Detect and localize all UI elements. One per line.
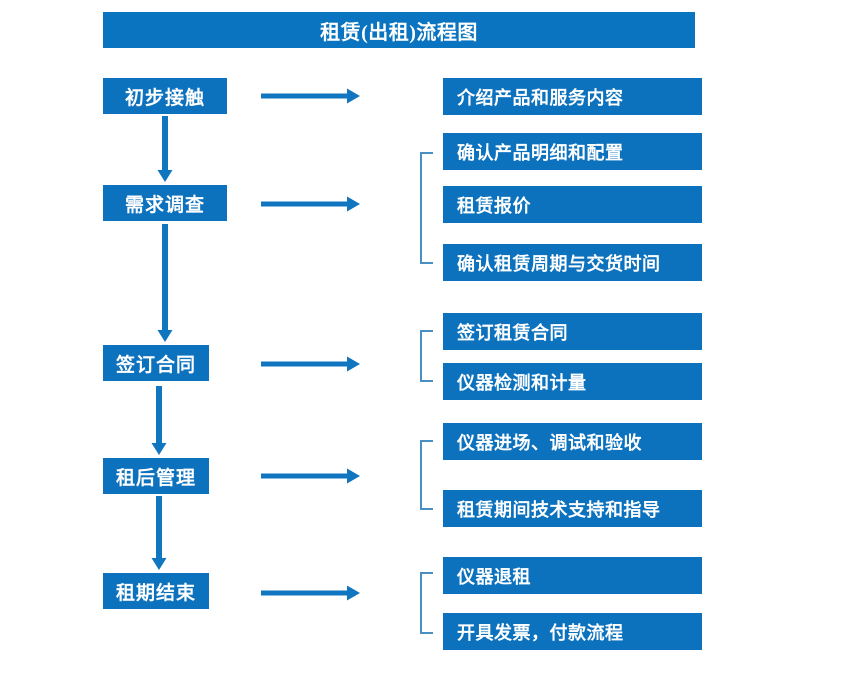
detail-label: 确认租赁周期与交货时间	[457, 253, 661, 274]
detail-label: 仪器检测和计量	[457, 372, 587, 393]
stage-label: 初步接触	[124, 87, 205, 109]
detail-box-sign-rental-contract[interactable]: 签订租赁合同	[443, 313, 702, 350]
arrow-right-icon-lease-end	[261, 582, 361, 604]
arrow-right-icon-post-rent-management	[261, 465, 361, 487]
detail-label: 开具发票，付款流程	[457, 622, 624, 643]
detail-box-invoice-payment[interactable]: 开具发票，付款流程	[443, 613, 702, 650]
arrow-down-icon-management-to-lease-end	[148, 496, 170, 571]
bracket-icon-needs-group	[419, 152, 435, 264]
stage-label: 签订合同	[115, 354, 196, 376]
detail-box-rental-quotation[interactable]: 租赁报价	[443, 186, 702, 223]
stage-label: 租后管理	[115, 467, 196, 489]
bracket-icon-contract-group	[419, 330, 435, 382]
stage-box-lease-end[interactable]: 租期结束	[103, 573, 209, 609]
detail-box-instrument-return[interactable]: 仪器退租	[443, 557, 702, 594]
bracket-icon-management-group	[419, 440, 435, 510]
arrow-down-icon-contract-to-management	[148, 386, 170, 456]
detail-label: 仪器进场、调试和验收	[457, 432, 642, 453]
page-title: 租赁(出租)流程图	[103, 12, 695, 48]
arrow-right-icon-initial-contact	[261, 85, 361, 107]
stage-box-initial-contact[interactable]: 初步接触	[103, 78, 227, 114]
bracket-icon-lease-end-group	[419, 572, 435, 634]
stage-box-post-rent-management[interactable]: 租后管理	[103, 458, 209, 494]
arrow-right-icon-needs-survey	[261, 193, 361, 215]
stage-box-needs-survey[interactable]: 需求调查	[103, 185, 227, 221]
stage-box-sign-contract[interactable]: 签订合同	[103, 345, 209, 381]
detail-box-instrument-arrival[interactable]: 仪器进场、调试和验收	[443, 423, 702, 460]
detail-label: 租赁报价	[457, 195, 531, 216]
detail-box-instrument-testing[interactable]: 仪器检测和计量	[443, 363, 702, 400]
detail-label: 租赁期间技术支持和指导	[457, 499, 661, 520]
stage-label: 需求调查	[124, 194, 205, 216]
detail-box-introduce-products[interactable]: 介绍产品和服务内容	[443, 78, 702, 115]
arrow-down-icon-survey-to-contract	[154, 224, 176, 343]
detail-label: 签订租赁合同	[457, 322, 568, 343]
detail-box-confirm-period[interactable]: 确认租赁周期与交货时间	[443, 244, 702, 281]
stage-label: 租期结束	[115, 582, 196, 604]
detail-label: 介绍产品和服务内容	[457, 87, 624, 108]
detail-box-confirm-spec-config[interactable]: 确认产品明细和配置	[443, 133, 702, 170]
arrow-down-icon-contact-to-survey	[154, 116, 176, 183]
detail-box-tech-support[interactable]: 租赁期间技术支持和指导	[443, 490, 702, 527]
detail-label: 仪器退租	[457, 566, 531, 587]
arrow-right-icon-sign-contract	[261, 353, 361, 375]
detail-label: 确认产品明细和配置	[457, 142, 624, 163]
